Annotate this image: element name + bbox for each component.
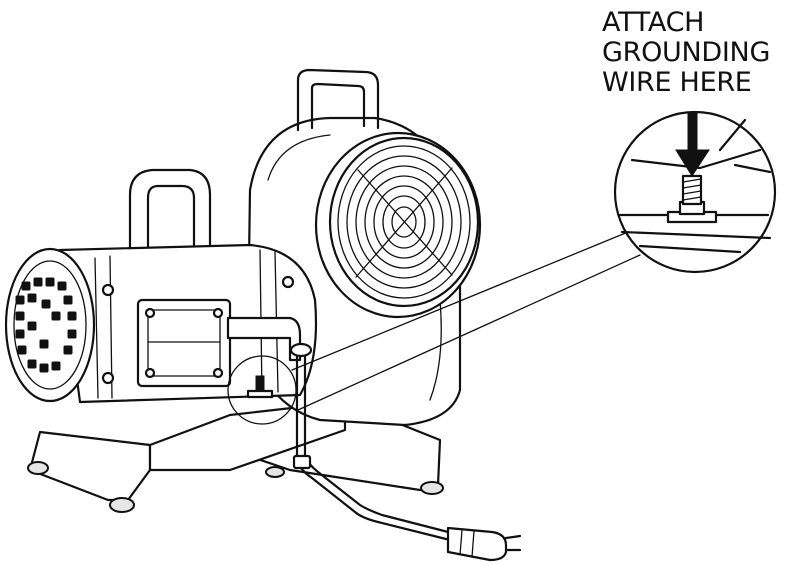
callout-line-1: ATTACH	[602, 7, 705, 38]
callout-leaders	[291, 231, 641, 411]
down-arrow-icon	[675, 111, 710, 177]
power-cord	[289, 342, 522, 562]
callout-line-3: WIRE HERE	[602, 67, 752, 98]
motor	[4, 168, 318, 425]
callout-label: ATTACH GROUNDING WIRE HERE	[602, 8, 770, 98]
callout-line-2: GROUNDING	[602, 37, 771, 68]
detail-magnifier	[613, 110, 777, 274]
